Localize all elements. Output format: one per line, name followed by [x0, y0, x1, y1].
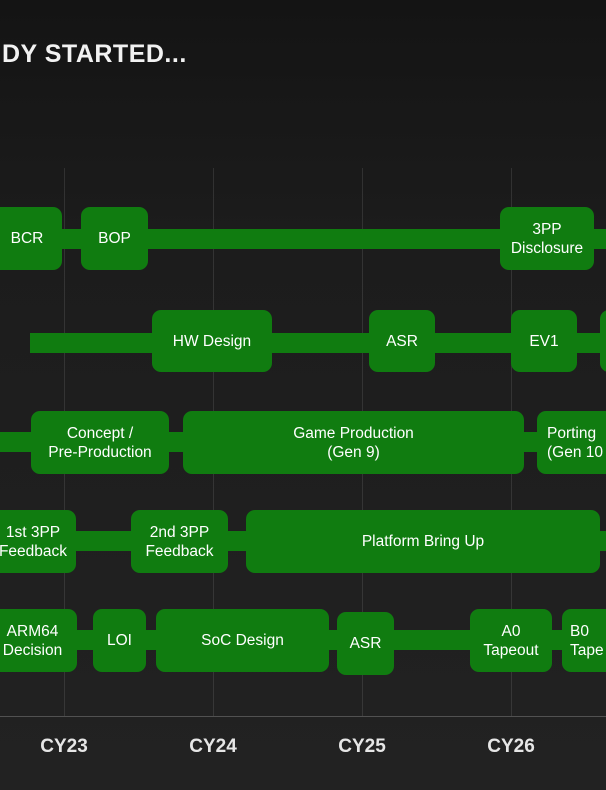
- milestone-a0-tapeout: A0 Tapeout: [470, 609, 552, 672]
- milestone-asr-soc: ASR: [337, 612, 394, 675]
- year-label-cy23: CY23: [40, 736, 88, 757]
- milestone-hw-design: HW Design: [152, 310, 272, 372]
- milestone-3pp-disclosure: 3PP Disclosure: [500, 207, 594, 270]
- year-label-cy26: CY26: [487, 736, 535, 757]
- milestone-platform-bring-up: Platform Bring Up: [246, 510, 600, 573]
- milestone-ev1: EV1: [511, 310, 577, 372]
- milestone-bop: BOP: [81, 207, 148, 270]
- year-label-cy25: CY25: [338, 736, 386, 757]
- milestone-loi: LOI: [93, 609, 146, 672]
- milestone-row2-partial: [600, 310, 606, 372]
- year-label-cy24: CY24: [189, 736, 237, 757]
- milestone-asr-hw: ASR: [369, 310, 435, 372]
- milestone-b0-tapeout: B0 Tape: [562, 609, 606, 672]
- milestone-2nd-3pp-feedback: 2nd 3PP Feedback: [131, 510, 228, 573]
- milestone-concept-preproduction: Concept / Pre-Production: [31, 411, 169, 474]
- milestone-1st-3pp-feedback: 1st 3PP Feedback: [0, 510, 76, 573]
- milestone-porting: Porting (Gen 10: [537, 411, 606, 474]
- slide-title: DY STARTED...: [2, 40, 187, 68]
- milestone-bcr: BCR: [0, 207, 62, 270]
- row1-track: [0, 229, 606, 249]
- timeline-axis: [0, 716, 606, 717]
- milestone-arm64-decision: ARM64 Decision: [0, 609, 77, 672]
- milestone-soc-design: SoC Design: [156, 609, 329, 672]
- milestone-game-production: Game Production (Gen 9): [183, 411, 524, 474]
